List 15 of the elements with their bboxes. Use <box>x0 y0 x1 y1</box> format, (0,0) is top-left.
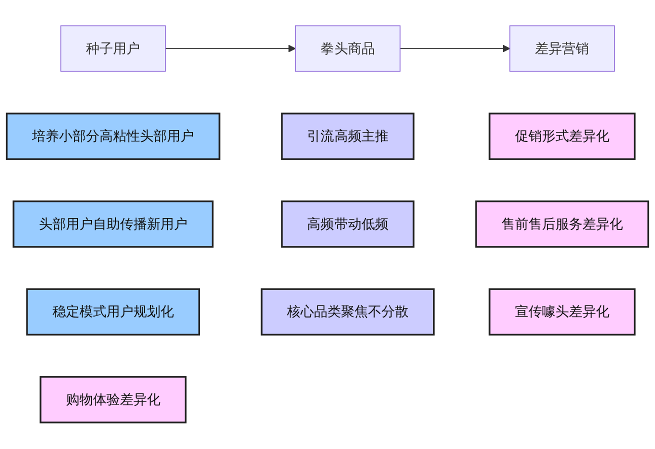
arrow <box>400 45 510 53</box>
node-box: 高频带动低频 <box>281 200 414 248</box>
node-box: 拳头商品 <box>295 26 401 72</box>
node-box: 种子用户 <box>60 26 166 72</box>
node-box: 头部用户自助传播新用户 <box>12 200 214 248</box>
node-box: 差异营销 <box>509 26 615 72</box>
node-box: 售前售后服务差异化 <box>475 200 650 248</box>
arrow <box>165 45 296 53</box>
node-box: 购物体验差异化 <box>40 376 187 424</box>
node-box: 引流高频主推 <box>281 113 414 160</box>
node-box: 稳定模式用户规划化 <box>26 288 200 336</box>
node-box: 培养小部分高粘性头部用户 <box>6 113 220 160</box>
node-box: 促销形式差异化 <box>488 113 636 160</box>
node-box: 核心品类聚焦不分散 <box>260 288 435 336</box>
node-box: 宣传噱头差异化 <box>488 288 636 336</box>
